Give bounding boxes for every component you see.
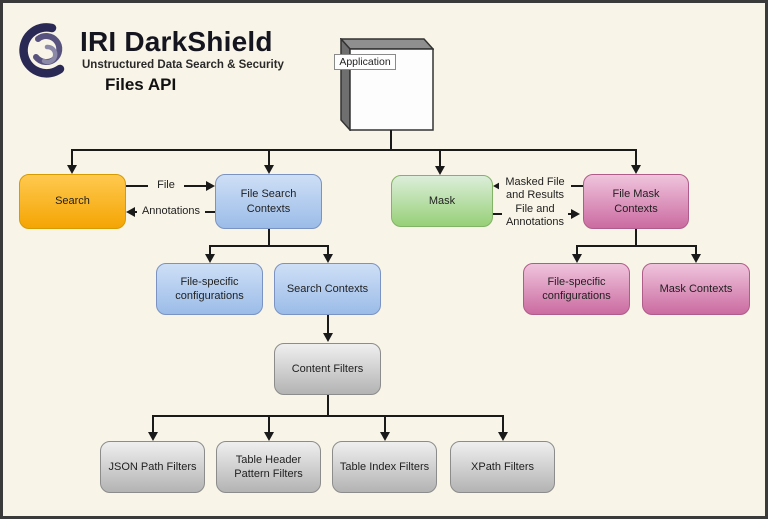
node-search-contexts: Search Contexts	[274, 263, 381, 315]
arrowhead-tableidx	[380, 432, 390, 441]
connector-drop-searchctx	[327, 245, 329, 255]
arrowhead-annotations	[126, 207, 135, 217]
node-mask: Mask	[391, 175, 493, 227]
edge-label-masked-file-line1: Masked File	[505, 176, 565, 188]
connector-drop-tableidx	[384, 415, 386, 433]
page-title: Files API	[105, 75, 177, 94]
arrowhead-bluecfg	[205, 254, 215, 263]
arrowhead-search	[67, 165, 77, 174]
connector-drop-json	[152, 415, 154, 433]
arrowhead-mask	[435, 166, 445, 175]
arrowhead-searchctx	[323, 254, 333, 263]
node-file-mask-contexts: File Mask Contexts	[583, 174, 689, 229]
node-xpath-filters: XPath Filters	[450, 441, 555, 493]
edge-label-file-annotations: File and Annotations	[502, 203, 568, 230]
arrowhead-file-annotations	[571, 209, 580, 219]
arrowhead-pinkcfg	[572, 254, 582, 263]
connector-trunk	[71, 149, 637, 151]
node-table-index-filters: Table Index Filters	[332, 441, 437, 493]
connector-drop-fmc	[635, 149, 637, 166]
arrowhead-fsc	[264, 165, 274, 174]
iri-darkshield-swirl-icon	[19, 23, 65, 78]
node-search: Search	[19, 174, 126, 229]
edge-label-file-annotations-line1: File and	[515, 203, 555, 215]
arrowhead-json	[148, 432, 158, 441]
arrowhead-file	[206, 181, 215, 191]
edge-label-file-annotations-line2: Annotations	[505, 216, 565, 229]
edge-label-file: File	[148, 179, 184, 193]
node-file-search-contexts: File Search Contexts	[215, 174, 322, 229]
connector-fsc-split	[209, 245, 329, 247]
edge-label-masked-file: Masked File and Results	[499, 176, 571, 203]
connector-drop-fsc	[268, 149, 270, 166]
node-search-file-specific-configurations: File-specific configurations	[156, 263, 263, 315]
connector-fsc-down	[268, 229, 270, 246]
node-mask-contexts: Mask Contexts	[642, 263, 750, 315]
node-json-path-filters: JSON Path Filters	[100, 441, 205, 493]
connector-drop-tablehdr	[268, 415, 270, 433]
brand-tagline: Unstructured Data Search & Security	[82, 59, 284, 71]
connector-bottom-split	[152, 415, 504, 417]
edge-label-annotations: Annotations	[137, 205, 205, 219]
node-content-filters: Content Filters	[274, 343, 381, 395]
application-label: Application	[334, 54, 396, 70]
connector-app-down	[390, 130, 392, 150]
node-mask-file-specific-configurations: File-specific configurations	[523, 263, 630, 315]
arrowhead-xpath	[498, 432, 508, 441]
connector-drop-xpath	[502, 415, 504, 433]
arrowhead-fmc	[631, 165, 641, 174]
arrowhead-masked-file	[493, 181, 502, 191]
application-cube	[340, 38, 434, 131]
connector-cf-down	[327, 395, 329, 417]
connector-searchctx-down	[327, 315, 329, 334]
connector-drop-search	[71, 149, 73, 166]
connector-drop-pinkcfg	[576, 245, 578, 255]
connector-drop-bluecfg	[209, 245, 211, 255]
node-table-header-pattern-filters: Table Header Pattern Filters	[216, 441, 321, 493]
connector-drop-mask	[439, 149, 441, 167]
connector-fmc-down	[635, 229, 637, 246]
brand-name: IRI DarkShield	[80, 26, 273, 57]
arrowhead-tablehdr	[264, 432, 274, 441]
connector-drop-maskctx	[695, 245, 697, 255]
connector-fmc-split	[576, 245, 697, 247]
edge-label-masked-file-line2: and Results	[505, 189, 565, 202]
arrowhead-maskctx	[691, 254, 701, 263]
arrowhead-contentfilters	[323, 333, 333, 342]
